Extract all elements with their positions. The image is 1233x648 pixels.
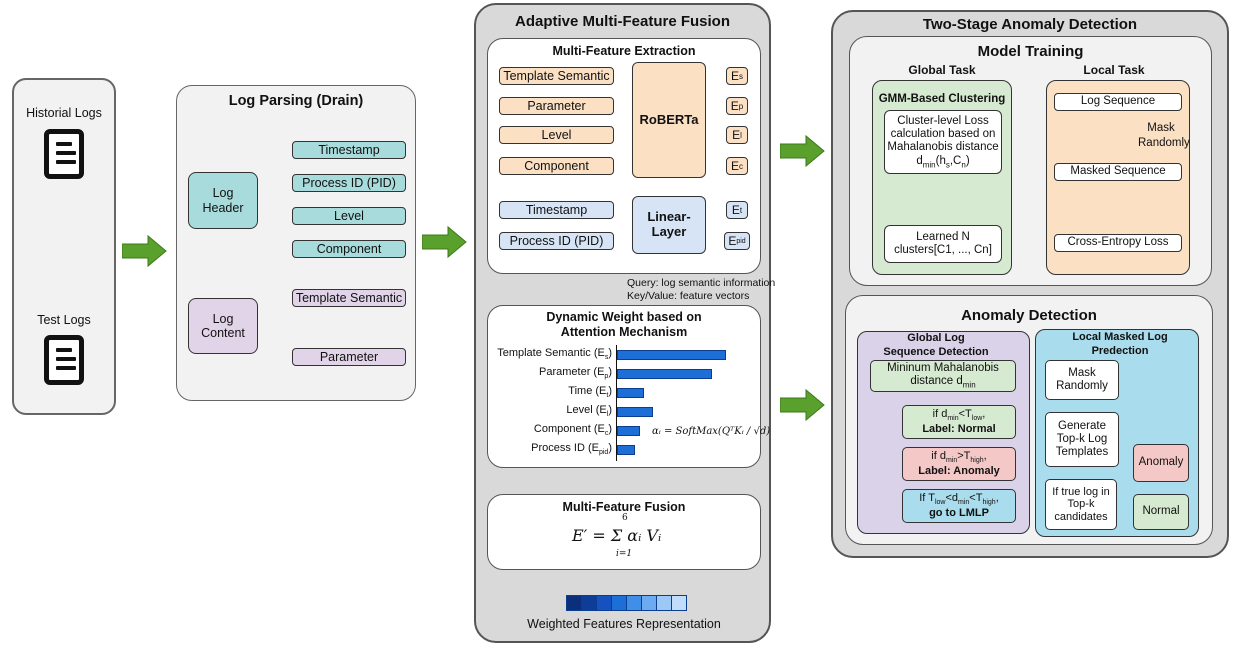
content-item-parameter: Parameter — [292, 348, 406, 366]
mff-title: Multi-Feature Fusion — [562, 500, 686, 514]
weighted-feature-cell — [656, 595, 672, 611]
rule-anomaly-box: if dmin>Thigh, Label: Anomaly — [902, 447, 1016, 481]
flow-arrow-icon — [122, 234, 167, 268]
training-title: Model Training — [977, 43, 1084, 60]
log-sequence-box: Log Sequence — [1054, 93, 1182, 111]
anomaly-result-box: Anomaly — [1133, 444, 1189, 482]
header-item-timestamp: Timestamp — [292, 141, 406, 159]
attention-title-line-1: Dynamic Weight based on — [546, 310, 702, 324]
header-item-level: Level — [292, 207, 406, 225]
local-task-label: Local Task — [1083, 63, 1145, 77]
weight-label: Level (El) — [566, 404, 612, 419]
roberta-input-template: Template Semantic — [499, 67, 614, 85]
kv-note: Key/Value: feature vectors — [627, 290, 750, 302]
weight-label: Component (Ec) — [533, 423, 612, 438]
weighted-feature-cell — [641, 595, 657, 611]
document-icon — [44, 335, 84, 385]
log-header-box: Log Header — [188, 172, 258, 229]
weight-bar — [617, 350, 726, 360]
flow-arrow-icon — [422, 225, 467, 259]
attention-panel — [487, 305, 761, 468]
content-item-template: Template Semantic — [292, 289, 406, 307]
weight-label: Template Semantic (Es) — [497, 347, 612, 362]
weight-label: Time (Et) — [568, 385, 612, 400]
local-masked-title: Local Masked Log Predection — [1072, 331, 1168, 357]
query-note: Query: log semantic information — [627, 277, 776, 289]
weighted-feature-cell — [611, 595, 627, 611]
weight-bar — [617, 407, 653, 417]
fusion-title: Adaptive Multi-Feature Fusion — [514, 13, 730, 30]
log-content-box: Log Content — [188, 298, 258, 354]
roberta-input-level: Level — [499, 126, 614, 144]
masked-sequence-box: Masked Sequence — [1054, 163, 1182, 181]
linear-input-pid: Process ID (PID) — [499, 232, 614, 250]
document-icon — [44, 129, 84, 179]
attention-title-line-2: Attention Mechanism — [560, 325, 688, 339]
flow-arrow-icon — [780, 388, 825, 422]
mask-randomly-box: Mask Randomly — [1045, 360, 1119, 400]
weighted-features-label: Weighted Features Representation — [527, 617, 721, 631]
global-detection-title: Global Log Sequence Detection — [883, 332, 989, 358]
roberta-input-component: Component — [499, 157, 614, 175]
test-logs-label: Test Logs — [37, 313, 91, 327]
mff-upper-limit: 6 — [622, 513, 628, 523]
header-item-component: Component — [292, 240, 406, 258]
global-task-label: Global Task — [908, 63, 976, 77]
rule-lmlp-box: If Tlow<dmin<Thigh, go to LMLP — [902, 489, 1016, 523]
weighted-feature-cell — [581, 595, 597, 611]
anomaly-detection-title: Anomaly Detection — [961, 307, 1097, 324]
mff-formula: E′ = Σ αᵢ Vᵢ — [572, 526, 662, 545]
log-parsing-title: Log Parsing (Drain) — [228, 93, 364, 109]
header-item-pid: Process ID (PID) — [292, 174, 406, 192]
weight-bar — [617, 445, 635, 455]
historical-logs-label: Historial Logs — [26, 106, 102, 120]
gmm-clusters-box: Learned N clusters[C1, ..., Cn] — [884, 225, 1002, 263]
generate-topk-box: Generate Top-k Log Templates — [1045, 412, 1119, 467]
roberta-model-box: RoBERTa — [632, 62, 706, 178]
gmm-title: GMM-Based Clustering — [878, 93, 1006, 105]
weights-axis — [616, 345, 617, 461]
weight-label: Process ID (Epid) — [531, 442, 612, 457]
normal-result-box: Normal — [1133, 494, 1189, 530]
roberta-input-parameter: Parameter — [499, 97, 614, 115]
mask-randomly-label: Mask Randomly — [1138, 122, 1190, 149]
weighted-feature-cell — [626, 595, 642, 611]
weight-bar — [617, 369, 712, 379]
weight-bar — [617, 388, 644, 398]
weighted-feature-cell — [596, 595, 612, 611]
true-log-check-box: If true log in Top-k candidates — [1045, 479, 1117, 530]
alpha-formula: αᵢ = SoftMax(QᵀKᵢ / √d) — [652, 426, 771, 437]
weighted-feature-cell — [566, 595, 582, 611]
min-distance-box: Mininum Mahalanobis distance dmin — [870, 360, 1016, 392]
extraction-title: Multi-Feature Extraction — [552, 44, 696, 58]
linear-layer-box: Linear-Layer — [632, 196, 706, 254]
mff-panel — [487, 494, 761, 570]
linear-input-timestamp: Timestamp — [499, 201, 614, 219]
flow-arrow-icon — [780, 134, 825, 168]
rule-normal-box: if dmin<Tlow, Label: Normal — [902, 405, 1016, 439]
detection-title: Two-Stage Anomaly Detection — [922, 16, 1138, 33]
weight-bar — [617, 426, 640, 436]
weighted-feature-cell — [671, 595, 687, 611]
weight-label: Parameter (Ep) — [539, 366, 612, 381]
mff-lower-limit: i=1 — [616, 549, 633, 559]
cross-entropy-box: Cross-Entropy Loss — [1054, 234, 1182, 252]
gmm-loss-box: Cluster-level Loss calculation based on … — [884, 110, 1002, 174]
